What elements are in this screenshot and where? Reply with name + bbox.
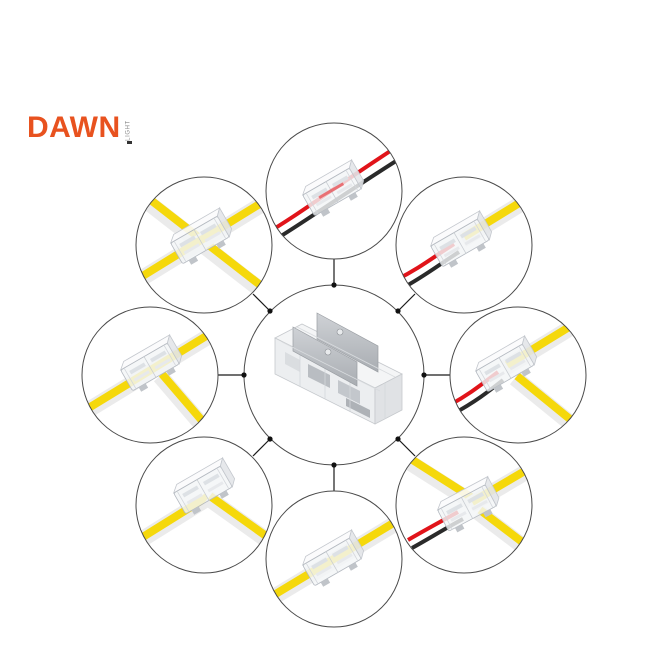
strip-cross-connector-icon [136, 183, 272, 312]
variant-right-circle [449, 306, 587, 444]
line-bottom-right [397, 438, 416, 457]
line-bottom-left [252, 438, 271, 457]
variant-bottom-circle [265, 490, 403, 628]
line-top-left [252, 293, 271, 312]
brand-name: DAWN [27, 111, 121, 144]
dot-top-right [395, 308, 401, 314]
variant-bottom-right-circle [395, 436, 533, 574]
brand-tagline-bar [127, 141, 132, 144]
brand-tagline: LIGHT [126, 118, 133, 144]
line-top-right [397, 293, 416, 312]
dot-left [241, 372, 247, 378]
connector-dots [241, 282, 427, 468]
metal-blade-back [316, 312, 379, 373]
dot-bottom-left [267, 436, 273, 442]
dot-top [331, 282, 337, 288]
dot-bottom [331, 462, 337, 468]
variant-left-circle [81, 306, 219, 444]
connector-module-icon [274, 312, 403, 425]
variant-bottom-left-circle [135, 436, 273, 574]
strip-to-strip-connector-icon [266, 509, 402, 611]
variant-top-left-circle [135, 176, 273, 314]
connector-lines [218, 259, 450, 491]
dot-bottom-right [395, 436, 401, 442]
dot-top-left [267, 308, 273, 314]
variant-top-right-circle [395, 176, 533, 314]
dot-right [421, 372, 427, 378]
variant-top-circle [265, 122, 403, 260]
